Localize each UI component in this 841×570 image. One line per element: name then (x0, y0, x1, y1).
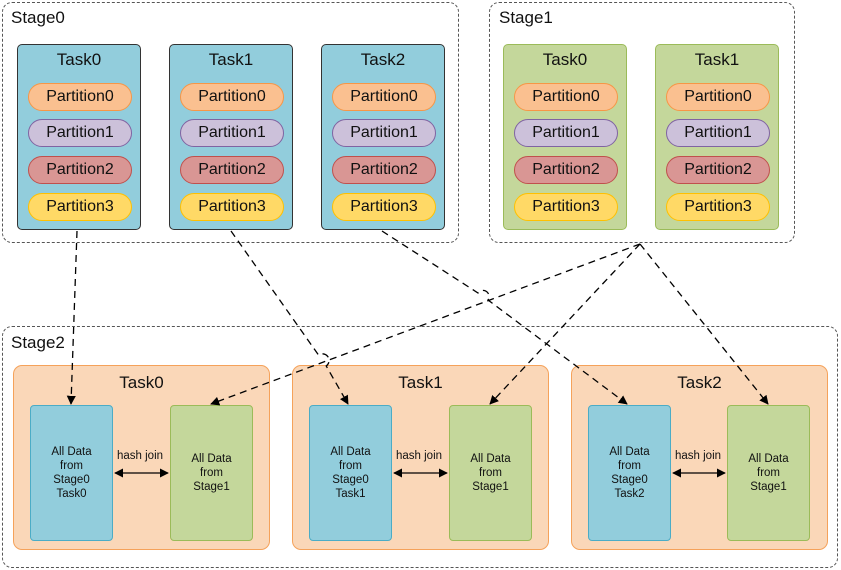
task-title: Task1 (208, 50, 254, 69)
stage1-data-label: All Data from Stage1 (748, 453, 789, 493)
stage1-task1: Task1 Partition0 Partition1 Partition2 P… (655, 44, 779, 230)
stage0-task0: Task0 Partition0 Partition1 Partition2 P… (17, 44, 141, 230)
partition-3: Partition3 (666, 193, 770, 221)
stage1-container (489, 2, 795, 243)
stage1-task0: Task0 Partition0 Partition1 Partition2 P… (503, 44, 627, 230)
task-title: Task0 (56, 50, 102, 69)
partition-2: Partition2 (332, 156, 436, 184)
partition-1: Partition1 (180, 119, 284, 147)
stage0-data-label: All Data from Stage0 Task1 (330, 446, 371, 500)
partition-3: Partition3 (332, 193, 436, 221)
task-title: Task0 (119, 373, 164, 392)
partition-2: Partition2 (180, 156, 284, 184)
stage0-label: Stage0 (11, 8, 65, 27)
edge-s1-to-s2t1 (489, 243, 641, 405)
partition-0: Partition0 (514, 83, 618, 111)
partition-2: Partition2 (28, 156, 132, 184)
partition-0: Partition0 (28, 83, 132, 111)
partition-2: Partition2 (666, 156, 770, 184)
edge-s0t1-to-s2t1 (230, 230, 349, 405)
task-title: Task1 (694, 50, 740, 69)
partition-3: Partition3 (514, 193, 618, 221)
partition-1: Partition1 (514, 119, 618, 147)
hash-join-label: hash join (675, 450, 722, 462)
edge-s1-to-s2t0 (210, 243, 641, 406)
partition-1: Partition1 (332, 119, 436, 147)
stage0-data-box: All Data from Stage0 Task0 (30, 405, 113, 541)
stage1-data-box: All Data from Stage1 (449, 405, 532, 541)
stage0-task2: Task2 Partition0 Partition1 Partition2 P… (321, 44, 445, 230)
stage0-data-box: All Data from Stage0 Task1 (309, 405, 392, 541)
hash-join-label: hash join (396, 450, 443, 462)
stage1-data-box: All Data from Stage1 (727, 405, 810, 541)
stage0-data-box: All Data from Stage0 Task2 (588, 405, 671, 541)
task-title: Task2 (677, 373, 722, 392)
task-title: Task0 (542, 50, 588, 69)
stage1-data-box: All Data from Stage1 (170, 405, 253, 541)
partition-3: Partition3 (180, 193, 284, 221)
partition-1: Partition1 (28, 119, 132, 147)
hash-join-label: hash join (117, 450, 164, 462)
partition-0: Partition0 (332, 83, 436, 111)
stage2-label: Stage2 (11, 333, 65, 352)
edge-s0t2-to-s2t2 (381, 230, 628, 405)
partition-0: Partition0 (666, 83, 770, 111)
partition-0: Partition0 (180, 83, 284, 111)
stage0-container (2, 2, 459, 243)
stage1-data-label: All Data from Stage1 (470, 453, 511, 493)
edge-s1-to-s2t2 (639, 243, 769, 405)
stage1-data-label: All Data from Stage1 (191, 453, 232, 493)
stage1-label: Stage1 (499, 8, 553, 27)
task-title: Task1 (398, 373, 443, 392)
stage0-data-label: All Data from Stage0 Task2 (609, 446, 650, 500)
partition-3: Partition3 (28, 193, 132, 221)
task-title: Task2 (360, 50, 406, 69)
partition-2: Partition2 (514, 156, 618, 184)
stage0-data-label: All Data from Stage0 Task0 (51, 446, 92, 500)
stage0-task1: Task1 Partition0 Partition1 Partition2 P… (169, 44, 293, 230)
partition-1: Partition1 (666, 119, 770, 147)
edge-s0t0-to-s2t0 (66, 230, 78, 405)
